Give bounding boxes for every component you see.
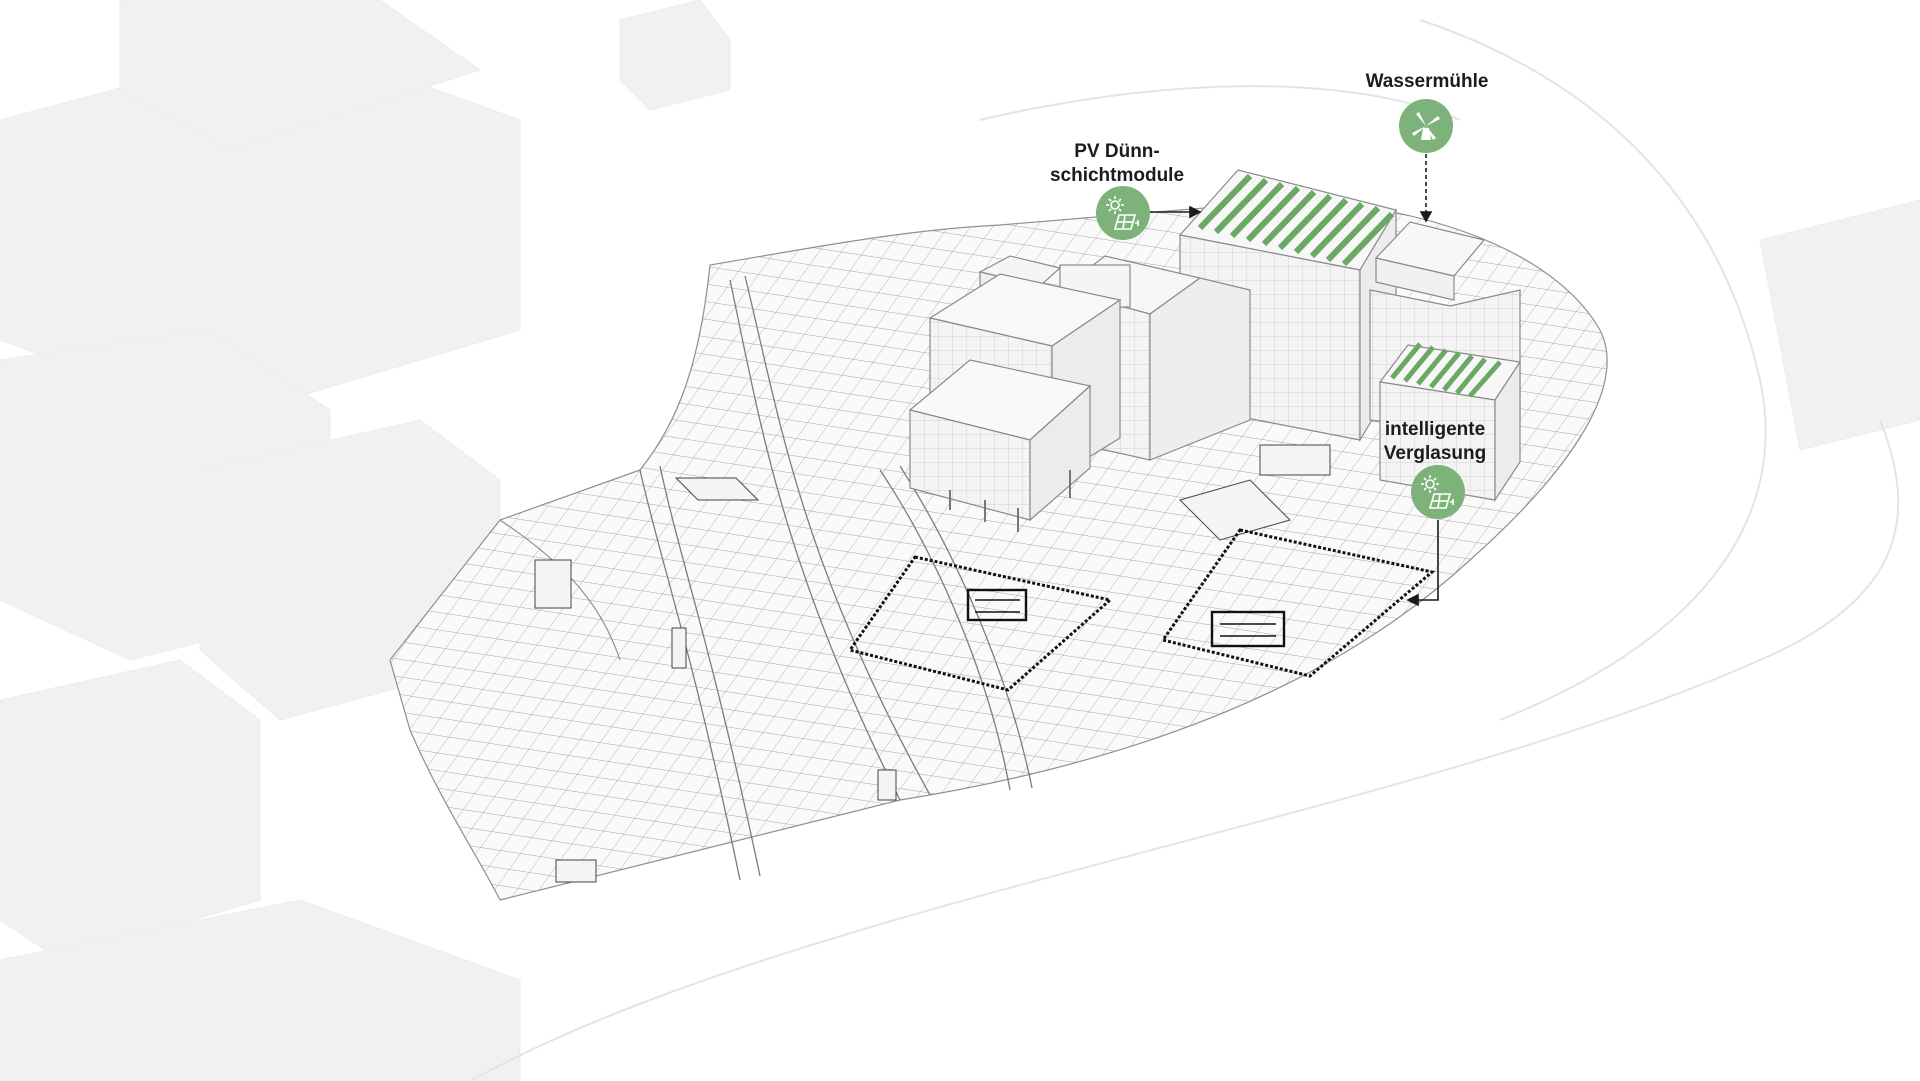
walkways	[639, 275, 1033, 881]
label-wassermuehle-text: Wassermühle	[1365, 71, 1489, 92]
footprint-left	[847, 555, 1114, 692]
label-glass-line2: Verglasung	[1383, 443, 1487, 464]
pv-roof-stripes-small	[1390, 342, 1502, 398]
footprint-right	[1160, 528, 1436, 678]
label-pv-line2: schichtmodule	[1049, 165, 1185, 186]
windmill-icon	[1412, 112, 1440, 140]
badge-pv-duennschicht	[1096, 186, 1150, 240]
pv-roof-stripes	[1197, 173, 1395, 267]
label-intelligente-verglasung: intelligente Verglasung	[1360, 418, 1510, 466]
badge-intelligente-verglasung	[1411, 465, 1465, 519]
label-glass-line1: intelligente	[1384, 419, 1486, 440]
label-wassermuehle: Wassermühle	[1362, 70, 1492, 94]
leader-lines	[1150, 154, 1439, 607]
site-furniture	[534, 444, 1331, 883]
label-pv-line1: PV Dünn-	[1074, 141, 1160, 162]
building-masses	[908, 169, 1522, 532]
label-pv-duennschicht: PV Dünn- schichtmodule	[1032, 140, 1202, 188]
badge-wassermuehle	[1399, 99, 1453, 153]
roads	[469, 19, 1900, 1081]
solar-panel-plug-icon	[1106, 196, 1139, 230]
solar-panel-plug-icon	[1421, 475, 1454, 509]
